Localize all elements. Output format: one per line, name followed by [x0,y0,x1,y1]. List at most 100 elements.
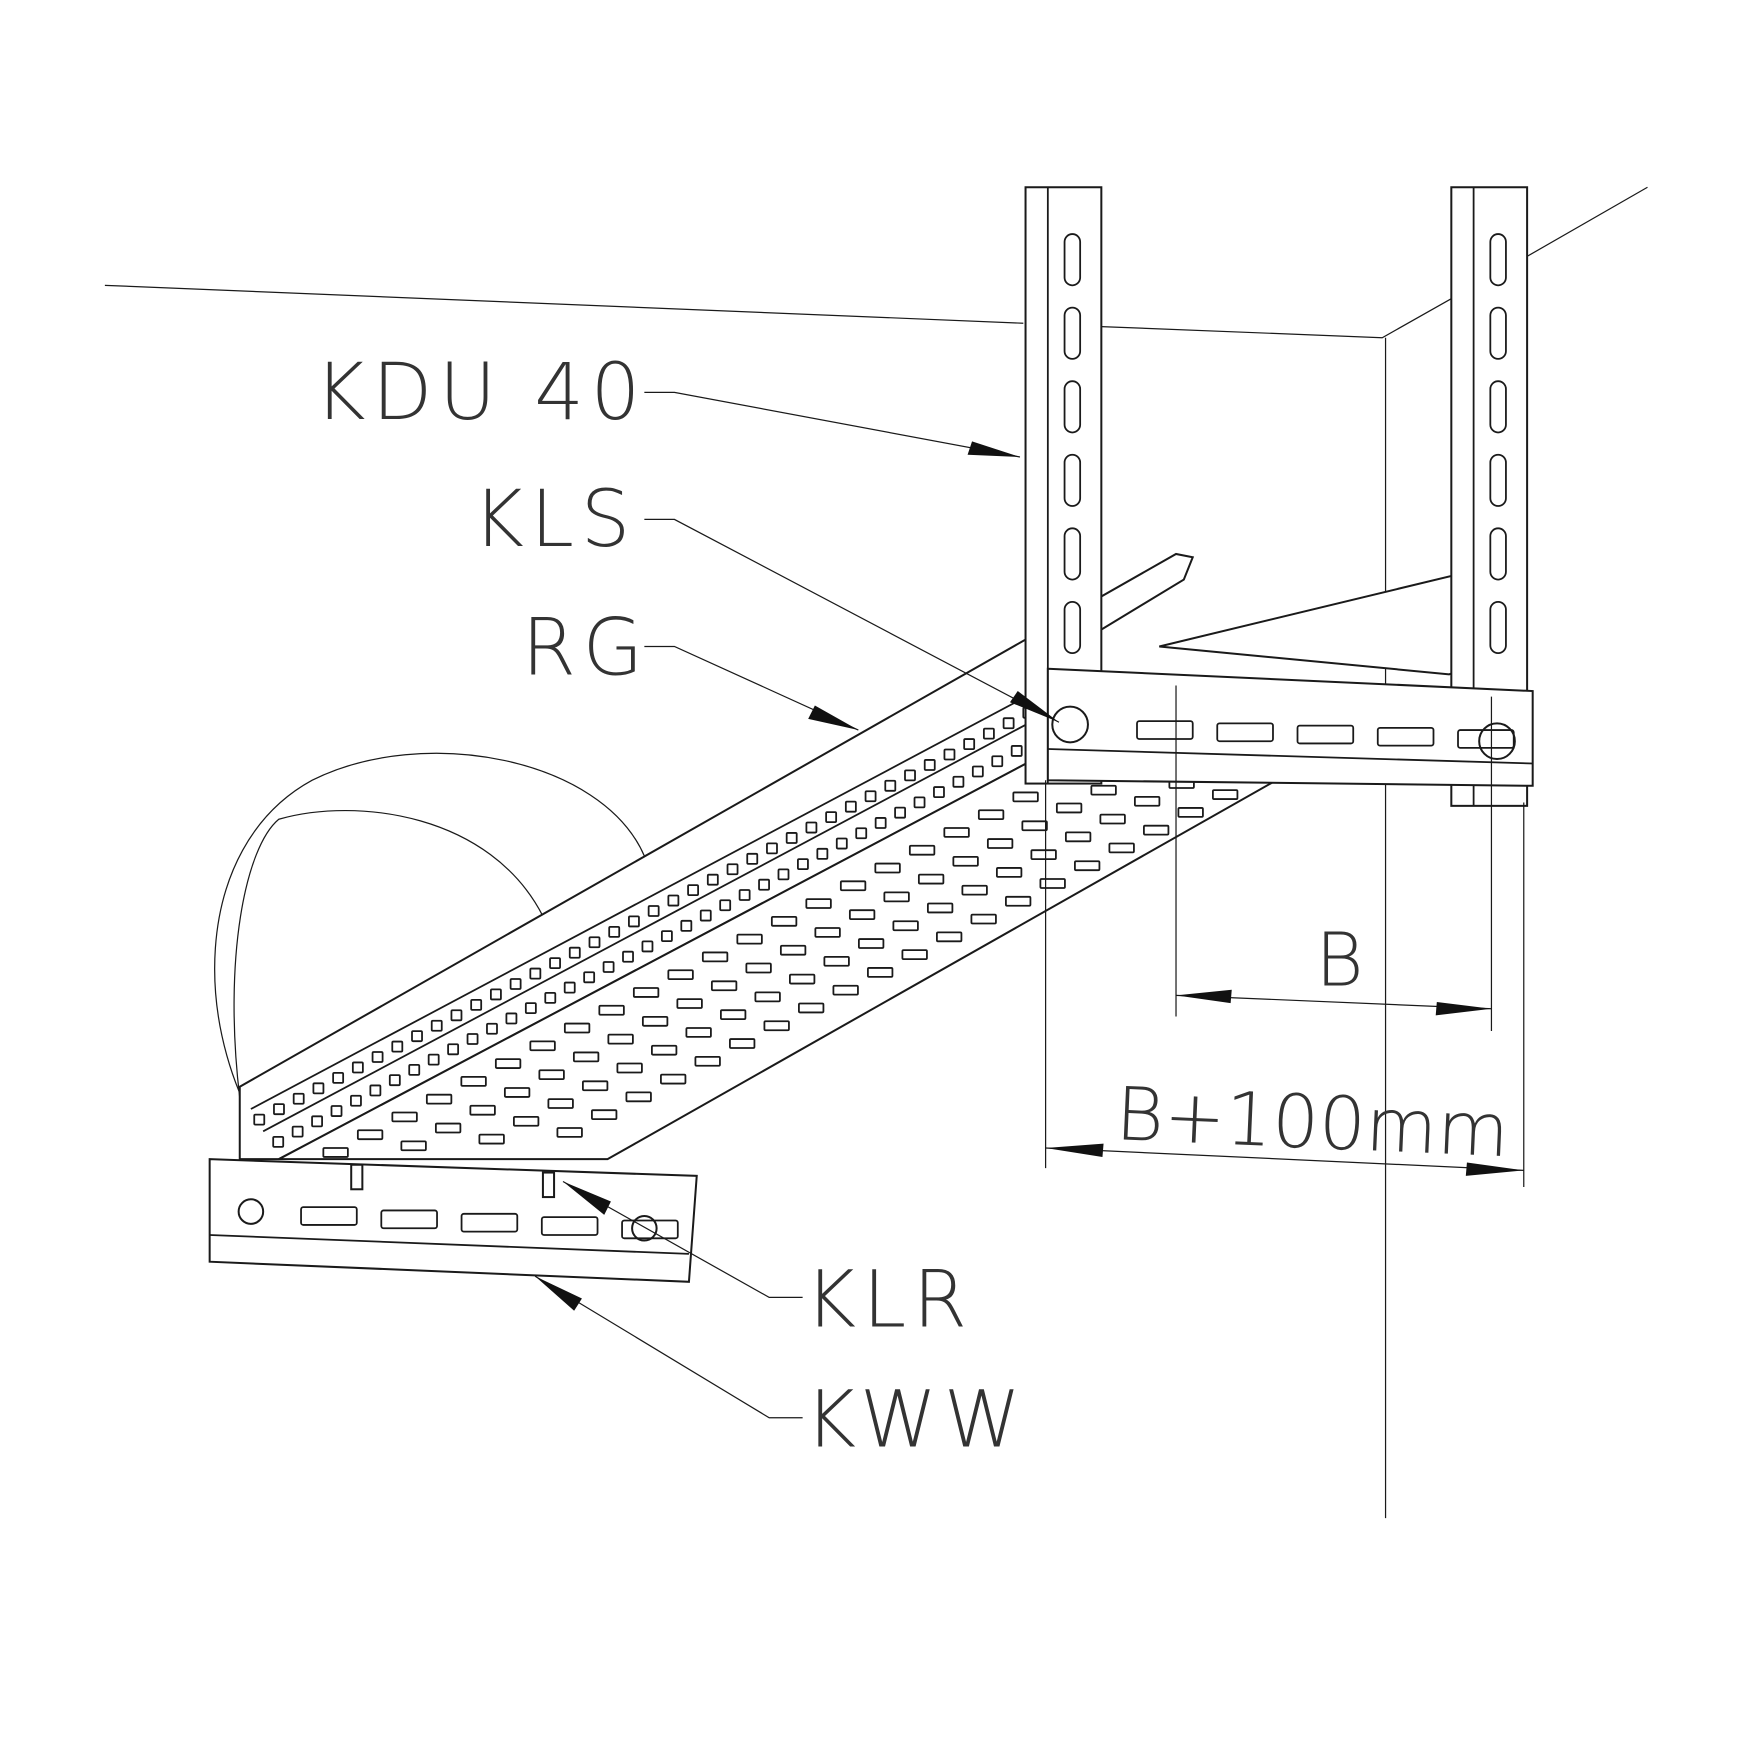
tray-floor-slot [676,998,703,1009]
tray-floor-slot [616,1062,643,1074]
tray-side-hole [602,961,615,973]
tray-floor-slot [494,1058,522,1069]
tray-floor-slot [867,967,894,978]
tray-floor-slot [572,1051,600,1063]
tray-floor-slot [1039,878,1066,889]
tray-side-hole [450,1009,463,1022]
tray-floor-slot [823,955,850,967]
rod-slot [1489,380,1507,434]
dimension-b-plus-100: B+100mm [1114,1072,1511,1174]
tray-floor-slot [719,1009,747,1021]
tray-floor-slot [770,915,798,927]
tray-side-hole [785,832,798,844]
tray-side-hole [312,1082,325,1095]
tray-side-hole [549,957,561,970]
cable-tray [238,552,1493,1161]
tray-floor-slot [1064,831,1092,843]
tray-floor-slot [598,1004,625,1016]
tray-floor-slot [779,944,807,956]
tray-floor-slot [710,980,738,992]
tray-side-hole [816,847,829,860]
tray-floor-slot [936,931,963,943]
label-klr: KLR [805,1255,974,1345]
tray-floor-slot [529,1040,556,1052]
tray-floor-slot [1055,802,1083,814]
tray-side-hole [699,909,712,922]
tray-side-hole [489,988,502,1001]
tray-side-hole [529,967,542,980]
ceiling-wall-lines [104,186,1648,1519]
tray-floor-slot [961,884,988,896]
rod-slot [1063,306,1082,360]
tray-floor-slot [322,1147,349,1158]
tray-side-hole [351,1061,364,1074]
tray-floor-slot [970,913,997,925]
rod-slot [1489,453,1507,507]
lower-cross-bar [208,1158,698,1283]
tray-floor-slot [581,1080,609,1092]
tray-side-hole [680,919,693,932]
rod-slot [1063,453,1082,507]
tray-side-hole [273,1103,285,1116]
tray-floor-slot [1212,789,1239,800]
bar-slot [460,1212,519,1233]
rod-slot [1063,600,1082,655]
tray-floor-slot [995,867,1023,878]
tray-floor-slot [1143,824,1170,836]
tray-floor-slot [538,1069,565,1081]
bar-slot [1136,720,1194,740]
tray-floor-slot [356,1129,384,1141]
tray-floor-slot [763,1020,790,1032]
tray-side-hole [825,811,838,824]
dimension-lines [1044,685,1525,1188]
tray-side-hole [292,1092,305,1105]
tray-floor-slot [1005,895,1032,907]
tray-side-hole [864,790,877,803]
tray-floor-slot [874,862,901,874]
rod-slot [1489,527,1507,581]
tray-floor-slot [1021,820,1048,832]
bar-slot [380,1209,438,1230]
cable-bundle-outline [214,752,645,1154]
tray-floor-slot [832,984,859,996]
tray-side-hole [667,894,680,907]
tray-floor-slot [425,1093,453,1105]
tray-floor-slot [857,938,885,949]
tray-side-hole [726,863,739,876]
tray-side-hole [608,925,621,938]
tray-floor-slot [503,1087,531,1098]
tray-floor-slot [848,909,876,921]
tray-floor-slot [943,827,970,838]
tray-floor-slot [625,1091,652,1103]
tray-floor-slot [1030,849,1057,860]
leader-lines [534,391,1060,1419]
tray-side-hole [388,1074,401,1087]
tray-side-hole [687,884,700,897]
tray-side-hole [330,1105,343,1117]
tray-side-hole [660,930,673,943]
tray-floor-slot [512,1115,540,1127]
tray-side-hole [588,936,601,949]
tray-floor-slot [632,987,660,998]
tray-side-hole [291,1125,304,1138]
tray-side-hole [991,755,1004,768]
tray-floor-slot [814,927,841,938]
tray-floor-slot [926,902,954,914]
tray-side-hole [350,1094,362,1107]
tray-side-hole [844,800,857,813]
tray-floor-slot [547,1098,574,1109]
tray-side-hole [430,1019,443,1032]
tray-floor-slot [788,973,816,985]
tray-side-hole [332,1071,345,1084]
tray-side-hole [933,786,945,798]
bar-slot [1376,726,1435,747]
tray-side-hole [746,852,759,865]
tray-floor-slot [1074,860,1101,872]
tray-side-hole [904,769,916,782]
tray-floor-slot [694,1055,721,1067]
bar-slot [300,1206,358,1226]
tray-side-hole [509,978,522,990]
bar-slot [540,1216,599,1236]
tray-side-hole [427,1053,440,1066]
